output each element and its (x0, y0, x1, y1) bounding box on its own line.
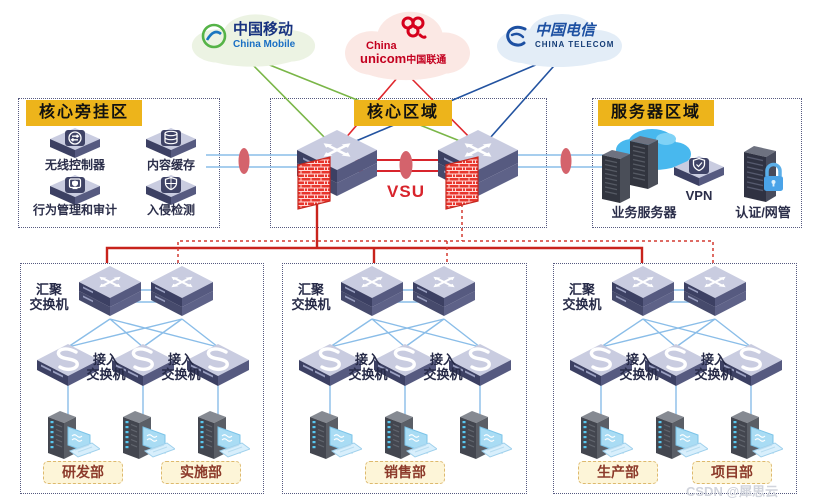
china-unicom-en1: China (366, 40, 397, 52)
china-unicom-wordmark: unicom中国联通 (360, 51, 446, 66)
vpn-device (674, 156, 724, 186)
china-mobile-logo: 中国移动 China Mobile (200, 22, 295, 50)
aggregation-switch (683, 265, 747, 318)
workstation (580, 410, 633, 460)
workstation (47, 410, 100, 460)
lock-icon (764, 162, 783, 191)
china-telecom-en: CHINA TELECOM (535, 39, 615, 49)
china-unicom-cn: 中国联通 (406, 55, 447, 66)
watermark: CSDN @犀思云 (686, 484, 779, 499)
workstation (459, 410, 512, 460)
firewall-right (445, 156, 479, 210)
workstation (384, 410, 437, 460)
department-label: 销售部 (365, 461, 445, 484)
department-label: 研发部 (43, 461, 123, 484)
shield-globe-icon (164, 176, 178, 191)
access-switch-label: 接入 交换机 (161, 352, 201, 382)
shield-icon (692, 157, 706, 172)
aggregation-switch (412, 265, 476, 318)
china-telecom-logo: 中国电信 CHINA TELECOM (502, 22, 614, 50)
vsu-label: VSU (387, 182, 425, 201)
agg-switch-label: 汇聚 交换机 (29, 282, 69, 312)
business-servers-label: 业务服务器 (611, 205, 677, 220)
section1-box (20, 263, 264, 494)
core-zone-title: 核心区域 (354, 100, 453, 127)
agg-switch-label: 汇聚 交换机 (562, 282, 602, 312)
vpn-label: VPN (685, 188, 713, 203)
access-switch-label: 接入 交换机 (619, 352, 659, 382)
china-telecom-cn: 中国电信 (535, 22, 596, 40)
behavior-audit-label: 行为管理和审计 (32, 203, 117, 217)
firewall-left (297, 156, 331, 210)
workstation (122, 410, 175, 460)
content-cache-device (146, 128, 196, 158)
aggregation-switch (611, 265, 675, 318)
china-mobile-icon (201, 23, 227, 49)
workstation (655, 410, 708, 460)
department-label: 生产部 (578, 461, 658, 484)
access-switch-label: 接入 交换机 (423, 352, 463, 382)
workstation (197, 410, 250, 460)
wireless-controller-device (50, 128, 100, 158)
business-servers-device (601, 129, 691, 204)
department-label: 项目部 (692, 461, 772, 484)
monitor-shield-icon (68, 178, 82, 190)
section2-box (282, 263, 527, 494)
exchange-arrows-icon (68, 131, 82, 145)
access-switch-label: 接入 交换机 (694, 352, 734, 382)
department-label: 实施部 (161, 461, 241, 484)
china-telecom-icon (506, 25, 527, 47)
access-switch-label: 接入 交换机 (348, 352, 388, 382)
database-icon (164, 130, 178, 145)
aggregation-switch (78, 265, 142, 318)
behavior-audit-device (50, 175, 100, 205)
china-unicom-icon (401, 16, 427, 39)
aggregation-switch (150, 265, 214, 318)
side-zone-title: 核心旁挂区 (26, 100, 143, 127)
agg-switch-label: 汇聚 交换机 (291, 282, 331, 312)
access-switch-label: 接入 交换机 (86, 352, 126, 382)
wireless-controller-label: 无线控制器 (44, 158, 105, 172)
auth-nms-device (744, 146, 783, 202)
workstation (730, 410, 783, 460)
section3-box (553, 263, 797, 494)
intrusion-detection-label: 入侵检测 (146, 203, 195, 217)
china-unicom-en2: unicom (360, 51, 407, 66)
china-mobile-en: China Mobile (233, 38, 296, 50)
workstation (309, 410, 362, 460)
aggregation-switch (340, 265, 404, 318)
auth-nms-label: 认证/网管 (735, 205, 791, 220)
intrusion-detection-device (146, 175, 196, 205)
server-zone-title: 服务器区域 (598, 100, 715, 127)
content-cache-label: 内容缓存 (146, 158, 195, 172)
china-mobile-cn: 中国移动 (233, 21, 294, 39)
